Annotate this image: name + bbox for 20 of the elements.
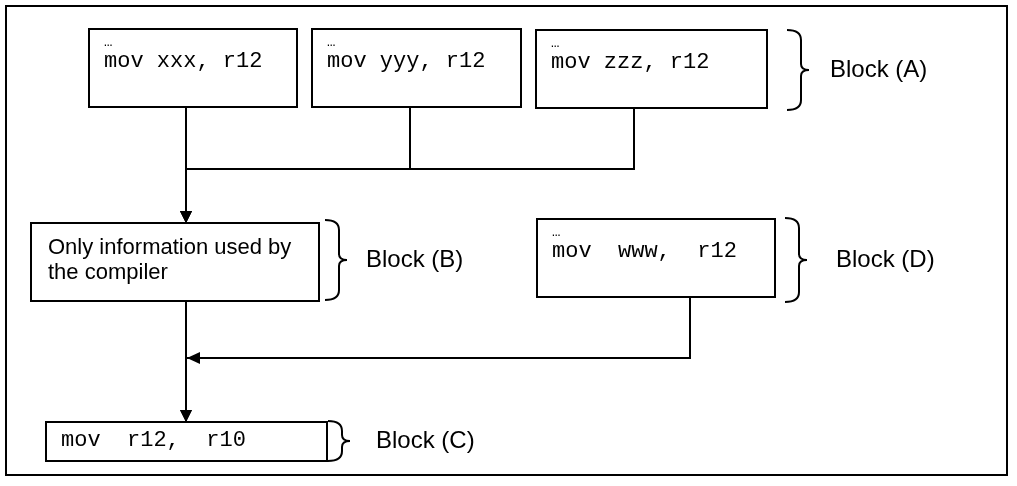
ellipsis-text: … xyxy=(551,35,561,51)
code-box xyxy=(311,28,522,108)
code-line: mov yyy, r12 xyxy=(327,50,487,74)
code-line: mov www, r12 xyxy=(552,240,738,264)
box-text: Only information used by the compiler xyxy=(48,234,293,284)
block-label: Block (A) xyxy=(830,55,928,83)
code-box xyxy=(45,421,328,462)
block-label: Block (C) xyxy=(376,426,475,454)
code-box xyxy=(88,28,298,108)
ellipsis-text: … xyxy=(327,34,337,50)
code-box xyxy=(535,29,768,109)
code-line: mov xxx, r12 xyxy=(104,50,264,74)
code-line: mov r12, r10 xyxy=(61,429,247,453)
block-label: Block (B) xyxy=(366,245,464,273)
code-box xyxy=(536,218,776,298)
ellipsis-text: … xyxy=(104,34,114,50)
ellipsis-text: … xyxy=(552,224,562,240)
block-label: Block (D) xyxy=(836,245,935,273)
process-box xyxy=(30,222,320,302)
code-line: mov zzz, r12 xyxy=(551,51,711,75)
